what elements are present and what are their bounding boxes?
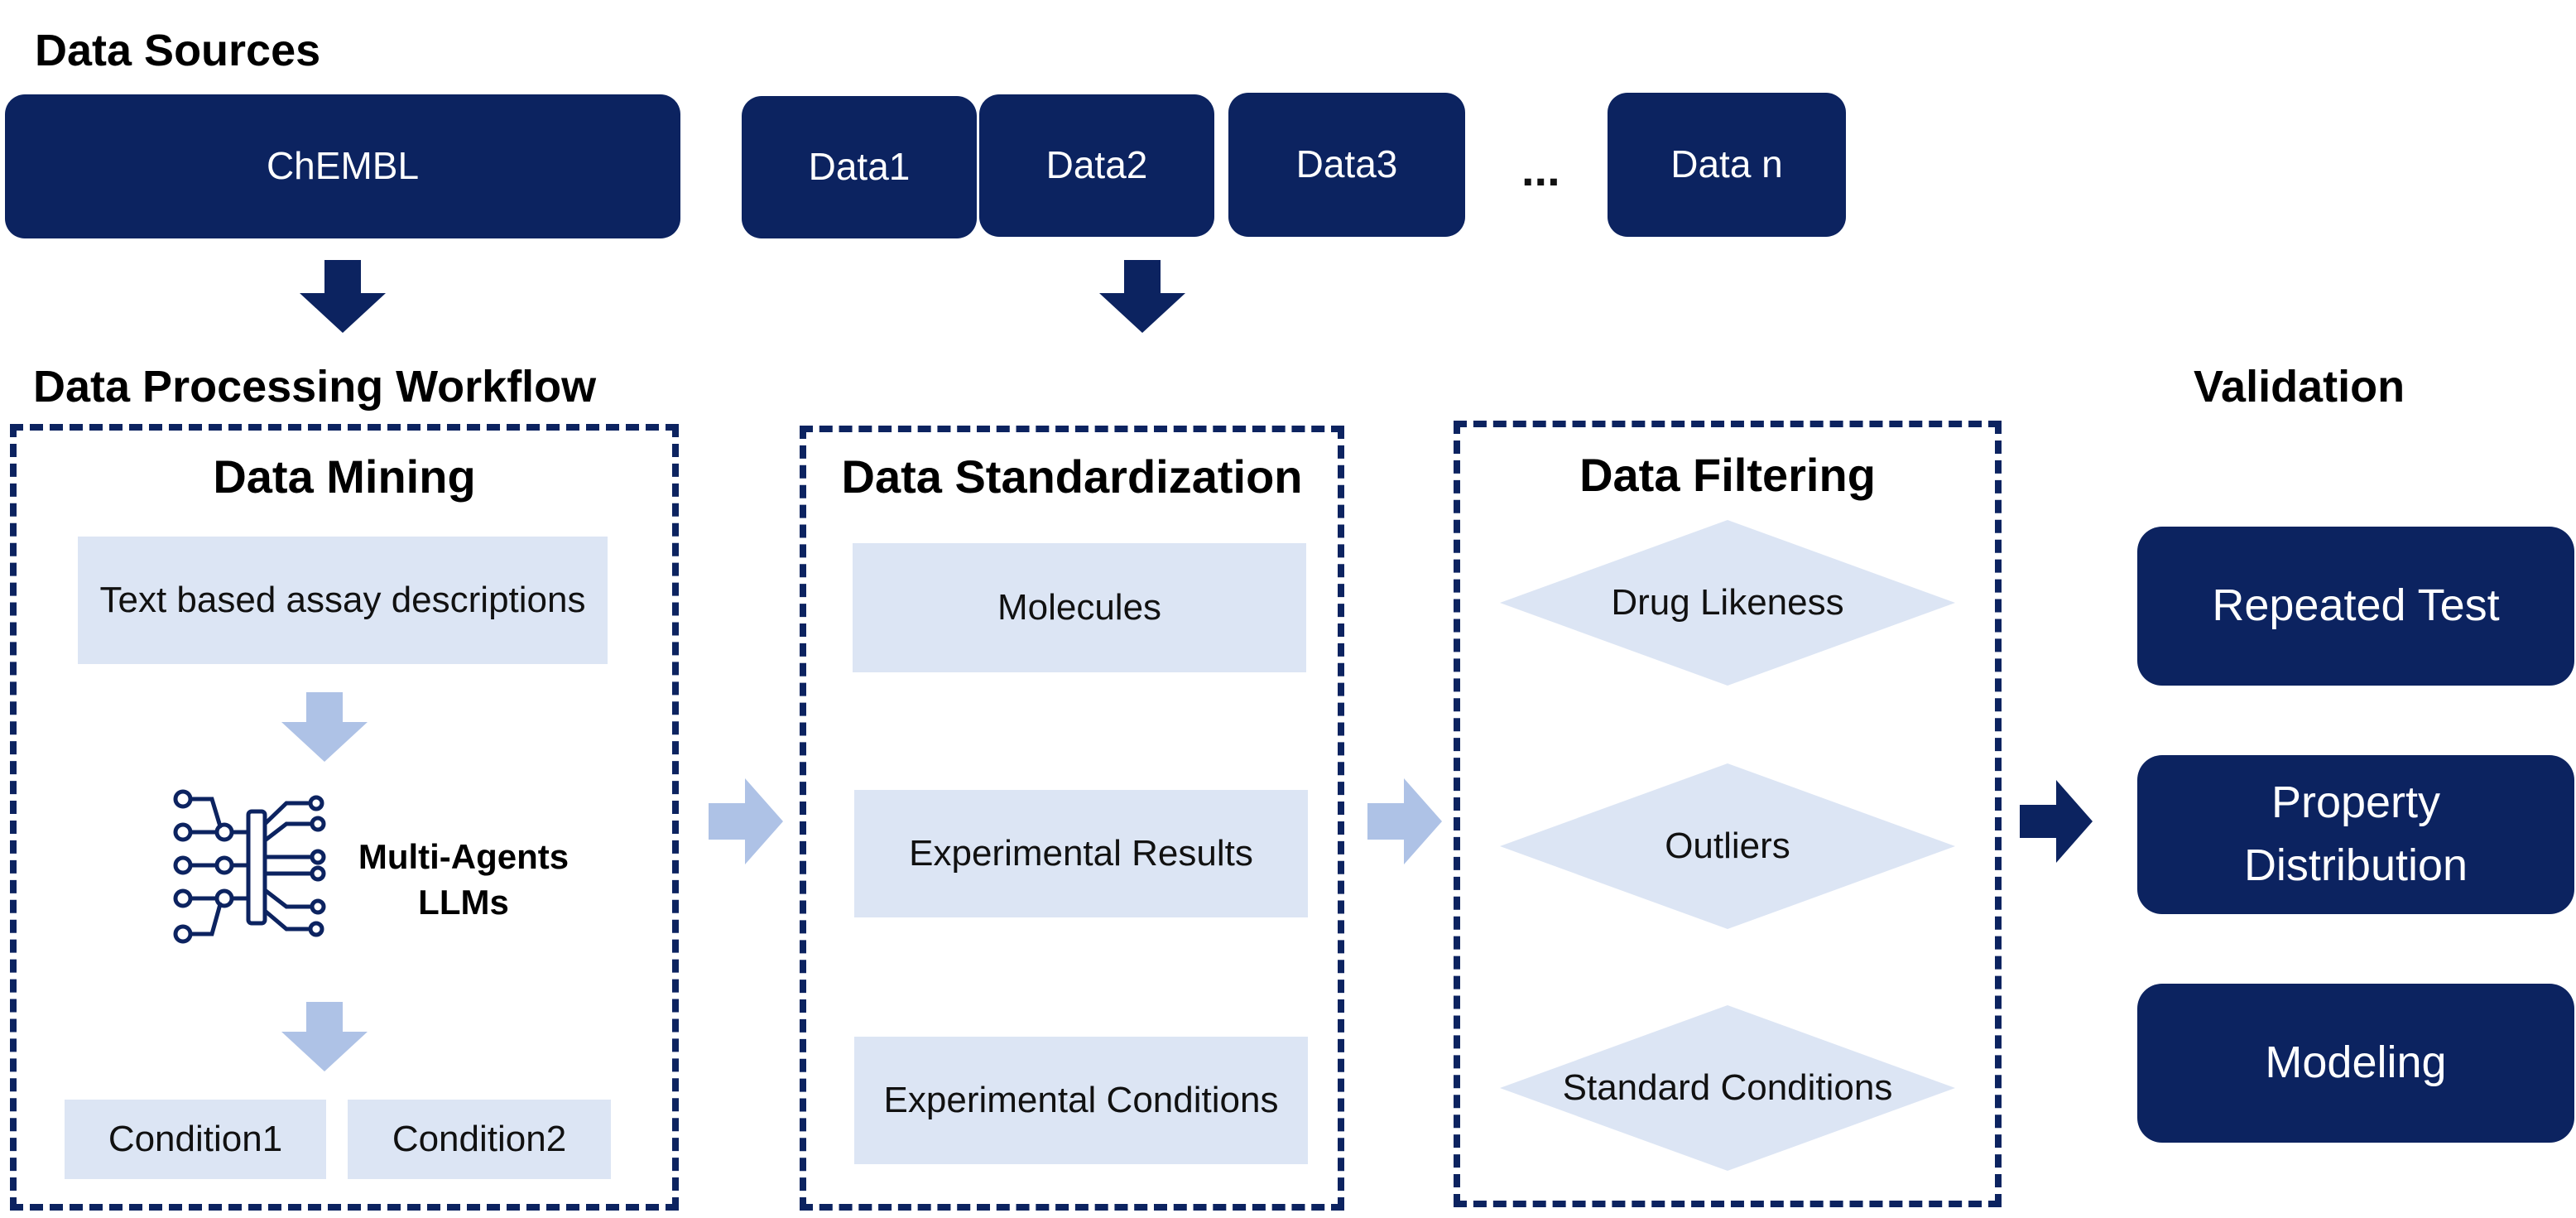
diamond-shape: [1500, 520, 1955, 686]
modeling-box: Modeling: [2137, 984, 2574, 1143]
llm-label: Multi-Agents LLMs: [339, 835, 588, 925]
repeated-test-box: Repeated Test: [2137, 527, 2574, 686]
standard-conditions-diamond: Standard Conditions: [1500, 1005, 1955, 1171]
standard-conditions-label: Standard Conditions: [1562, 1067, 1893, 1108]
datan-source-box: Data n: [1608, 93, 1846, 237]
workflow-heading: Data Processing Workflow: [33, 362, 597, 412]
data-filtering-title: Data Filtering: [1579, 449, 1876, 501]
llm-label-line1: Multi-Agents: [358, 837, 570, 876]
data-filtering-panel: [1454, 421, 2002, 1207]
property-distribution-box: Property Distribution: [2137, 755, 2574, 914]
outliers-diamond: Outliers: [1500, 763, 1955, 929]
right-arrow-icon: [1367, 778, 1442, 864]
validation-heading: Validation: [2194, 362, 2405, 412]
data3-source-box: Data3: [1228, 93, 1465, 237]
experimental-conditions-box: Experimental Conditions: [854, 1037, 1308, 1164]
llm-label-line2: LLMs: [418, 882, 509, 922]
condition1-box: Condition1: [65, 1100, 326, 1179]
drug-likeness-diamond: Drug Likeness: [1500, 520, 1955, 686]
down-arrow-icon: [1099, 260, 1185, 333]
condition2-box: Condition2: [348, 1100, 611, 1179]
molecules-box: Molecules: [853, 543, 1306, 672]
down-arrow-icon: [281, 692, 368, 762]
data-standardization-panel: [800, 426, 1344, 1211]
down-arrow-icon: [300, 260, 386, 333]
diamond-shape: [1500, 1005, 1955, 1171]
outliers-label: Outliers: [1665, 826, 1790, 866]
data-standardization-title: Data Standardization: [841, 450, 1303, 503]
chembl-source-box: ChEMBL: [5, 94, 680, 238]
neural-network-icon: [173, 789, 326, 944]
right-arrow-icon: [2020, 780, 2093, 863]
data-mining-panel: [10, 424, 679, 1211]
drug-likeness-label: Drug Likeness: [1611, 582, 1844, 623]
data2-source-box: Data2: [979, 94, 1214, 237]
more-sources-ellipsis: ...: [1521, 143, 1560, 195]
experimental-results-box: Experimental Results: [854, 790, 1308, 917]
data-mining-title: Data Mining: [213, 450, 476, 503]
diamond-shape: [1500, 763, 1955, 929]
assay-description-box: Text based assay descriptions: [78, 537, 608, 664]
data1-source-box: Data1: [742, 96, 977, 238]
down-arrow-icon: [281, 1002, 368, 1071]
data-sources-heading: Data Sources: [35, 26, 321, 75]
right-arrow-icon: [709, 778, 783, 864]
